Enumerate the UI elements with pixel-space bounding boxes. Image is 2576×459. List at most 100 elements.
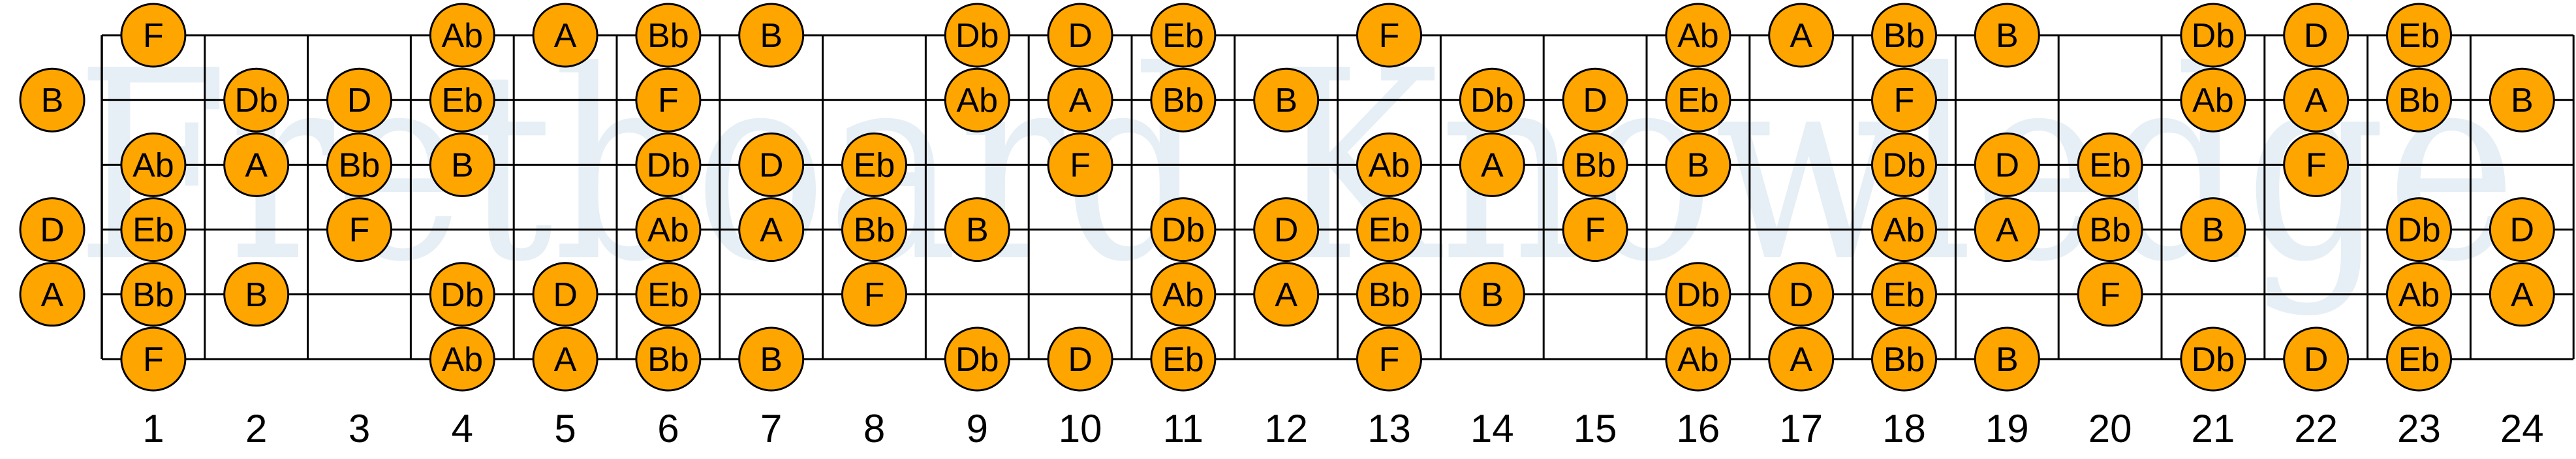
- note-label: B: [41, 82, 64, 119]
- note-marker: Ab: [944, 67, 1010, 133]
- note-circle: [1459, 132, 1525, 197]
- note-circle: [2180, 326, 2246, 392]
- note-label: B: [2202, 212, 2225, 249]
- note-circle: [1150, 197, 1217, 262]
- note-circle: [2077, 132, 2143, 197]
- note-circle: [532, 3, 598, 68]
- note-circle: [1253, 67, 1320, 133]
- note-circle: [1871, 67, 1937, 133]
- note-circle: [1768, 326, 1835, 392]
- note-circle: [1665, 326, 1731, 392]
- note-marker: F: [635, 67, 702, 133]
- note-marker: D: [1768, 262, 1835, 327]
- note-marker: F: [120, 326, 187, 392]
- note-circle: [2386, 326, 2452, 392]
- note-circle: [2077, 197, 2143, 262]
- fret-number: 19: [1985, 407, 2029, 451]
- note-label: F: [1070, 146, 1091, 184]
- note-marker: Bb: [635, 3, 702, 68]
- note-circle: [1047, 3, 1113, 68]
- note-circle: [1150, 3, 1217, 68]
- note-label: F: [349, 212, 370, 249]
- note-circle: [120, 326, 187, 392]
- note-marker: A: [1768, 3, 1835, 68]
- note-circle: [841, 132, 907, 197]
- note-marker: F: [2283, 132, 2350, 197]
- note-label: F: [864, 276, 885, 314]
- note-circle: [532, 326, 598, 392]
- note-marker: Ab: [1665, 3, 1731, 68]
- note-marker: Bb: [326, 132, 392, 197]
- note-label: A: [41, 276, 64, 314]
- note-label: Eb: [132, 212, 174, 249]
- note-circle: [2489, 197, 2555, 262]
- fret-number: 2: [245, 407, 267, 451]
- note-label: Eb: [1162, 17, 1204, 55]
- note-marker: B: [1665, 132, 1731, 197]
- note-marker: A: [532, 326, 598, 392]
- fret-number: 1: [142, 407, 164, 451]
- note-circle: [1871, 197, 1937, 262]
- note-label: Db: [2192, 341, 2235, 379]
- note-label: D: [759, 146, 784, 184]
- note-marker: B: [738, 326, 805, 392]
- note-label: Ab: [1162, 276, 1204, 314]
- note-label: Db: [1882, 146, 1925, 184]
- note-marker: Eb: [429, 67, 495, 133]
- note-marker: A: [1253, 262, 1320, 327]
- fret-number: 15: [1574, 407, 1617, 451]
- note-marker: Eb: [2386, 326, 2452, 392]
- note-circle: [1665, 262, 1731, 327]
- note-circle: [841, 262, 907, 327]
- note-circle: [738, 132, 805, 197]
- note-label: Ab: [1677, 17, 1719, 55]
- note-marker: D: [2283, 326, 2350, 392]
- fret-number: 10: [1059, 407, 1102, 451]
- note-circle: [738, 326, 805, 392]
- note-circle: [1974, 326, 2040, 392]
- note-circle: [635, 262, 702, 327]
- note-circle: [1356, 326, 1422, 392]
- note-label: Db: [647, 146, 690, 184]
- note-circle: [429, 3, 495, 68]
- note-label: F: [2306, 146, 2327, 184]
- note-label: Db: [1677, 276, 1720, 314]
- note-label: Eb: [2398, 341, 2440, 379]
- note-label: D: [553, 276, 578, 314]
- note-marker: Db: [223, 67, 290, 133]
- note-label: B: [1481, 276, 1504, 314]
- fret-number: 13: [1367, 407, 1411, 451]
- note-label: A: [1790, 341, 1812, 379]
- note-marker: Db: [2180, 326, 2246, 392]
- note-marker: Bb: [1356, 262, 1422, 327]
- note-marker: Db: [2386, 197, 2452, 262]
- note-circle: [2386, 262, 2452, 327]
- note-label: D: [40, 212, 65, 249]
- note-circle: [841, 197, 907, 262]
- note-circle: [326, 67, 392, 133]
- note-circle: [2386, 197, 2452, 262]
- note-circle: [1356, 3, 1422, 68]
- note-label: Eb: [854, 146, 895, 184]
- note-marker: Ab: [1871, 197, 1937, 262]
- note-label: Bb: [2398, 82, 2440, 119]
- note-label: D: [1995, 146, 2020, 184]
- note-label: F: [1585, 212, 1606, 249]
- note-marker: Bb: [841, 197, 907, 262]
- fret-number: 5: [554, 407, 576, 451]
- note-label: Db: [955, 17, 999, 55]
- note-circle: [2489, 67, 2555, 133]
- note-circle: [1356, 132, 1422, 197]
- note-circle: [1356, 197, 1422, 262]
- note-marker: A: [223, 132, 290, 197]
- note-label: B: [1996, 341, 2019, 379]
- note-label: Bb: [1369, 276, 1410, 314]
- fret-number: 12: [1264, 407, 1308, 451]
- note-marker: F: [1047, 132, 1113, 197]
- note-circle: [2180, 67, 2246, 133]
- note-label: Bb: [1162, 82, 1204, 119]
- note-circle: [1768, 262, 1835, 327]
- note-circle: [326, 197, 392, 262]
- note-label: F: [658, 82, 679, 119]
